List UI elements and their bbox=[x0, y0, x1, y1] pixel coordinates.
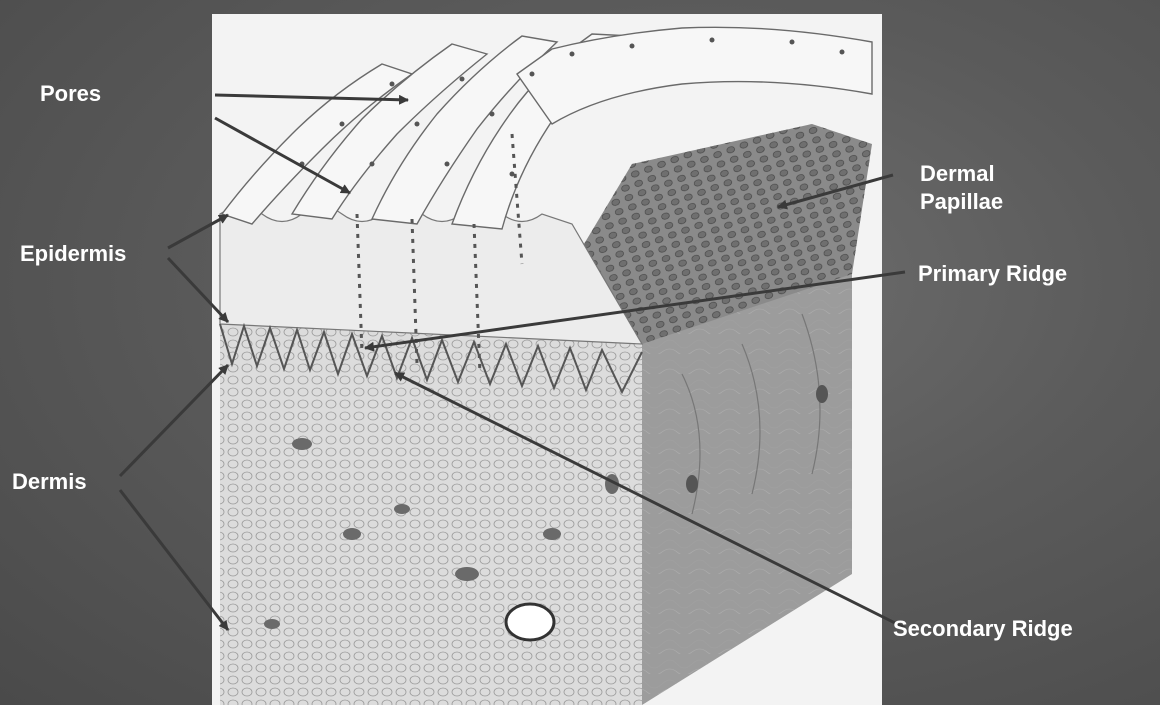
label-epidermis: Epidermis bbox=[20, 240, 126, 268]
secondary-ridge-arrow bbox=[395, 373, 905, 628]
pores-arrow-upper bbox=[215, 95, 408, 100]
epidermis-arrow-lower bbox=[168, 258, 228, 322]
epidermis-arrow-upper bbox=[168, 215, 228, 248]
label-dermal-papillae-line-2: Papillae bbox=[920, 188, 1003, 216]
dermal-papillae-arrow bbox=[778, 175, 893, 207]
label-dermal-papillae: Dermal Papillae bbox=[920, 160, 1003, 216]
dermis-arrow-lower bbox=[120, 490, 228, 630]
label-primary-ridge: Primary Ridge bbox=[918, 260, 1067, 288]
primary-ridge-arrow bbox=[365, 272, 905, 348]
label-dermal-papillae-line-1: Dermal bbox=[920, 160, 1003, 188]
pores-arrow-lower bbox=[215, 118, 350, 193]
label-secondary-ridge: Secondary Ridge bbox=[893, 615, 1073, 643]
label-pores: Pores bbox=[40, 80, 101, 108]
label-dermis: Dermis bbox=[12, 468, 87, 496]
dermis-arrow-upper bbox=[120, 365, 228, 476]
